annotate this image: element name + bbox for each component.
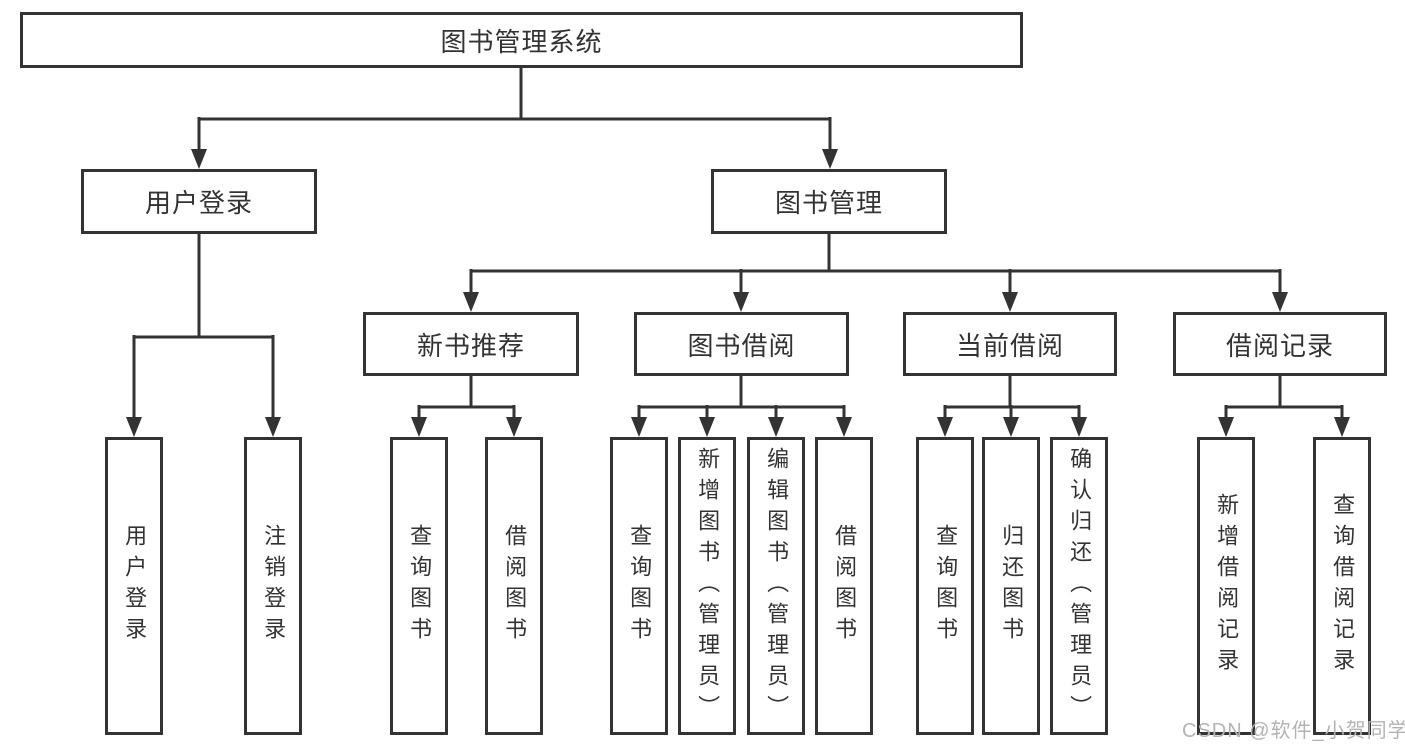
node-label: 查询图书: [407, 524, 433, 648]
connector-current-borrow-children: [943, 376, 1081, 419]
node-library-management-system: 图书管理系统: [20, 12, 1023, 68]
node-label: 图书借阅: [687, 330, 796, 361]
node-label: 用户登录: [122, 524, 148, 648]
node-label: 注销登录: [261, 524, 287, 648]
node-query-books-recommend: 查询图书: [390, 437, 448, 735]
node-query-books-current: 查询图书: [916, 437, 974, 735]
arrowheads-book-mgmt-children: [463, 292, 1288, 312]
node-label: 当前借阅: [955, 330, 1064, 361]
connector-book-mgmt-children: [469, 234, 1282, 294]
node-new-book-recommendation: 新书推荐: [363, 312, 579, 376]
node-return-books: 归还图书: [982, 437, 1040, 735]
node-label: 查询借阅记录: [1330, 493, 1356, 679]
connector-borrow-records-children: [1224, 376, 1344, 419]
connector-book-borrow-children: [637, 376, 846, 419]
node-label: 新书推荐: [416, 330, 525, 361]
node-user-login-leaf: 用户登录: [105, 437, 163, 735]
node-borrowing-records: 借阅记录: [1173, 312, 1387, 376]
node-edit-books-admin: 编辑图书（管理员）: [747, 437, 805, 735]
node-label: 图书管理: [774, 188, 883, 218]
node-label: 图书管理系统: [440, 26, 603, 57]
node-label: 新增图书（管理员）: [695, 446, 721, 726]
node-label: 查询图书: [933, 524, 959, 648]
node-label: 归还图书: [999, 524, 1025, 648]
node-label: 编辑图书（管理员）: [764, 446, 790, 726]
csdn-watermark: CSDN @软件_小贺同学: [1182, 720, 1405, 742]
node-label: 确认归还（管理员）: [1067, 446, 1093, 726]
node-logout: 注销登录: [244, 437, 302, 735]
node-add-borrow-record: 新增借阅记录: [1197, 437, 1255, 735]
connector-root-to-level2: [197, 68, 832, 151]
arrowheads-user-login-children: [126, 417, 281, 437]
node-label: 查询图书: [627, 524, 653, 648]
node-label: 借阅记录: [1225, 330, 1334, 361]
node-borrow-books-recommend: 借阅图书: [485, 437, 543, 735]
node-book-management: 图书管理: [711, 169, 947, 234]
node-confirm-return-admin: 确认归还（管理员）: [1050, 437, 1108, 735]
node-query-books-borrowing: 查询图书: [610, 437, 668, 735]
node-user-login: 用户登录: [81, 169, 317, 234]
node-query-borrow-record: 查询借阅记录: [1313, 437, 1371, 735]
node-label: 新增借阅记录: [1214, 493, 1240, 679]
node-book-borrowing: 图书借阅: [634, 312, 849, 376]
arrowheads-level2: [191, 149, 838, 169]
node-label: 用户登录: [144, 188, 253, 218]
connector-new-book-children: [417, 376, 516, 419]
node-borrow-books: 借阅图书: [815, 437, 873, 735]
node-label: 借阅图书: [832, 524, 858, 648]
node-add-books-admin: 新增图书（管理员）: [678, 437, 736, 735]
arrowheads-leaf-nodes: [411, 417, 1350, 437]
node-current-borrowing: 当前借阅: [903, 312, 1117, 376]
node-label: 借阅图书: [502, 524, 528, 648]
connector-user-login-children: [132, 234, 275, 419]
